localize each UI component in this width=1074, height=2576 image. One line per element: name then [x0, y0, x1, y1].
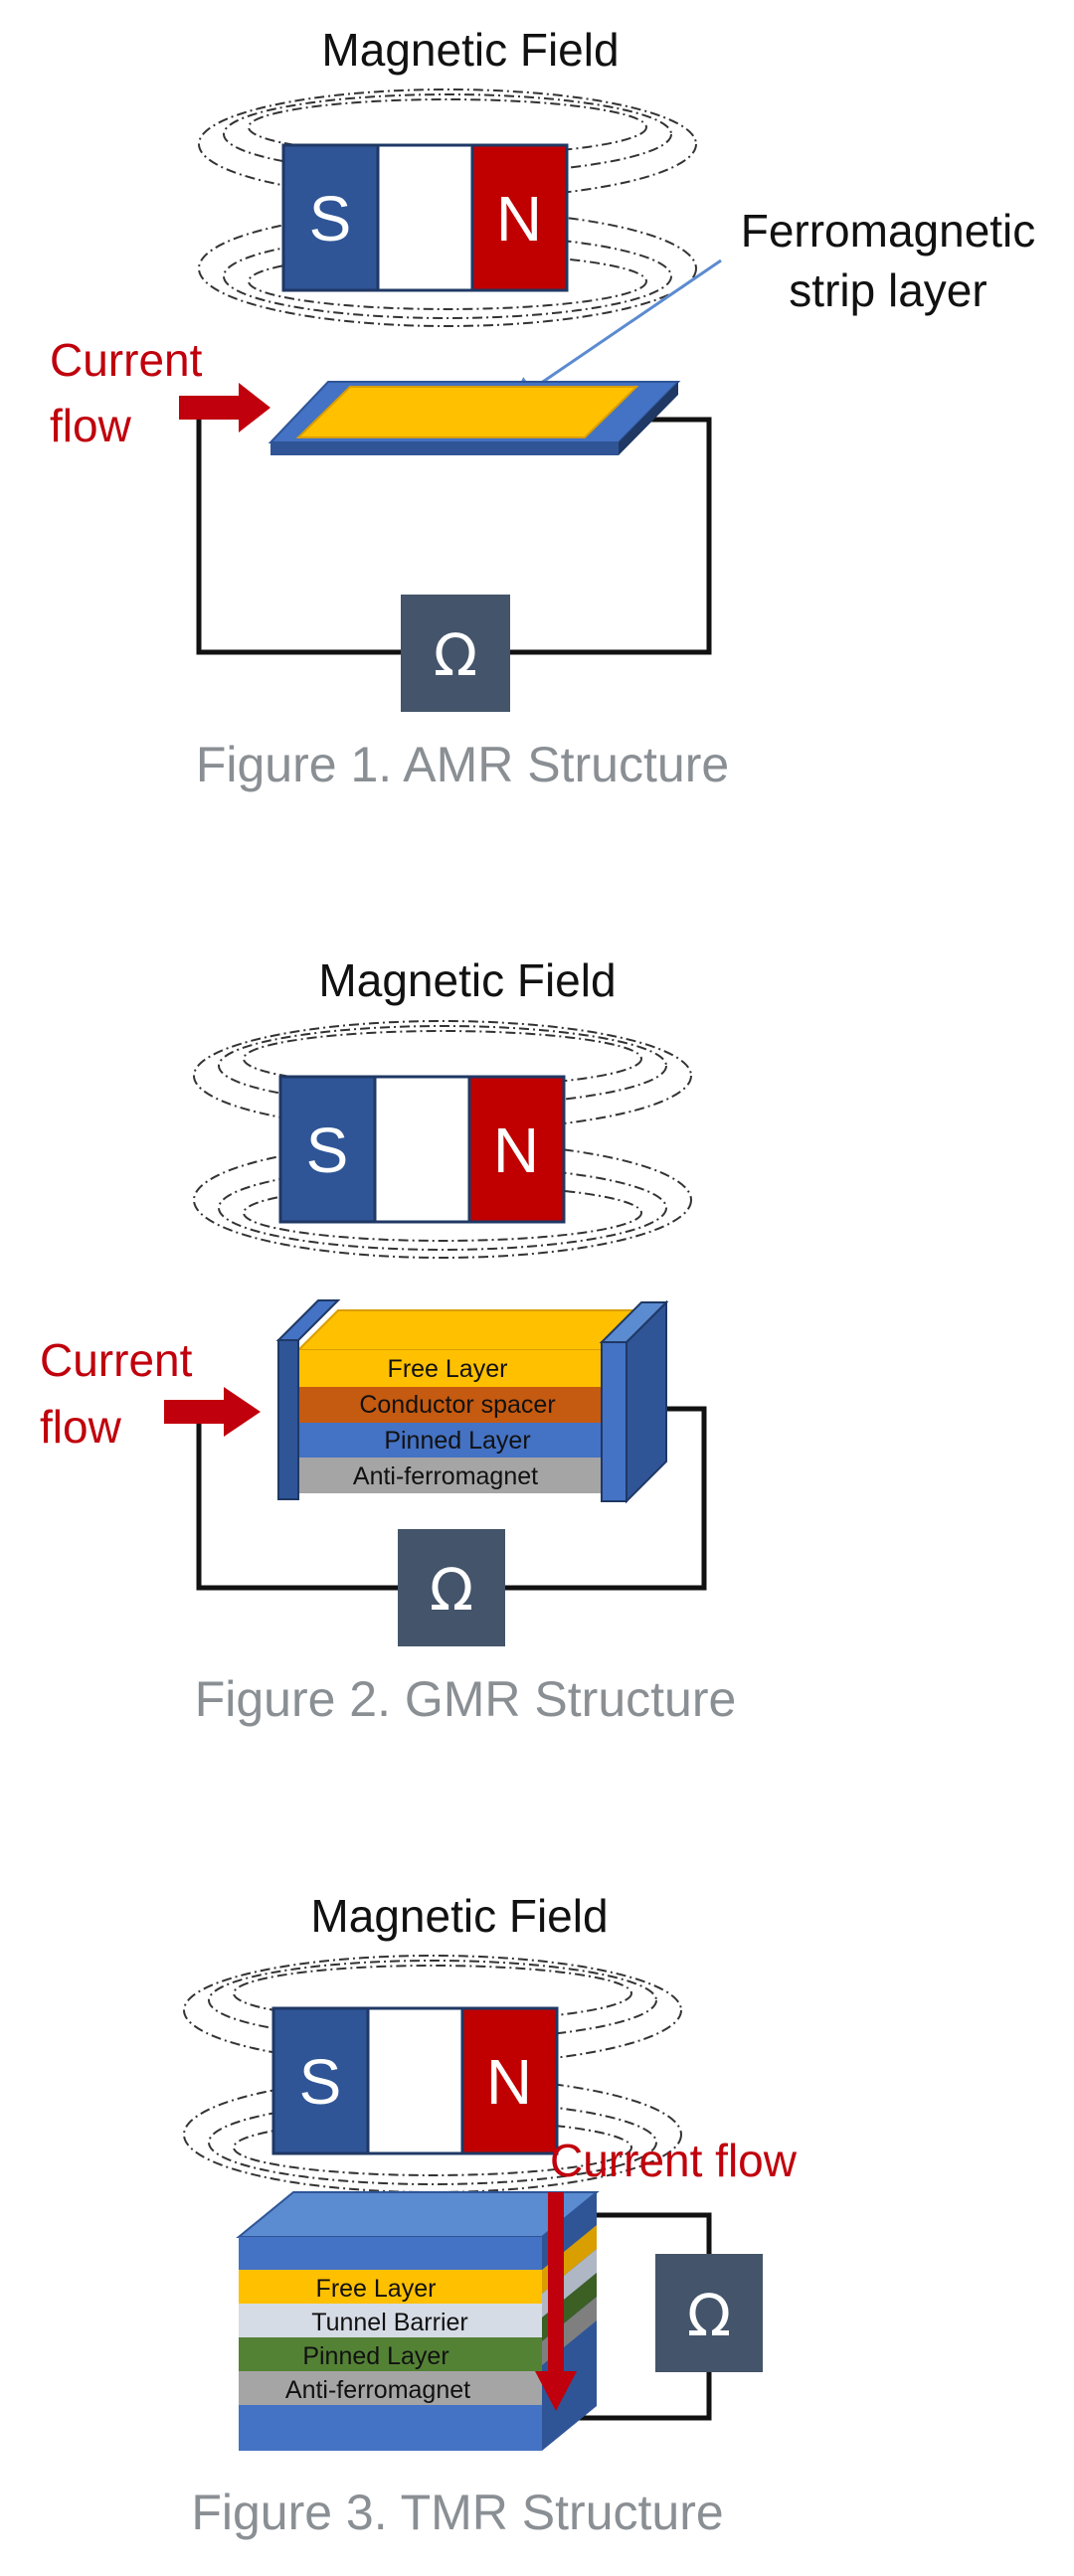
figure-1-ohm-symbol: Ω	[434, 621, 477, 689]
figure-3-ohm-symbol: Ω	[687, 2282, 731, 2349]
figure-3-pole-s: S	[299, 2046, 342, 2118]
figure-2-layer-label-4: Anti-ferromagnet	[353, 1462, 538, 1490]
figure-1-current-arrow	[179, 383, 270, 432]
figure-1-ohmmeter: Ω	[401, 595, 510, 712]
figure-1-strip-label-line2: strip layer	[789, 264, 986, 316]
figure-2-caption: Figure 2. GMR Structure	[195, 1671, 737, 1727]
figure-3-layer-label-1: Free Layer	[316, 2275, 437, 2303]
figure-3-layer-label-4: Anti-ferromagnet	[285, 2376, 470, 2404]
figure-2-ohmmeter: Ω	[398, 1529, 505, 1646]
figure-2-pole-s: S	[306, 1115, 349, 1186]
figure-2-wire	[196, 1406, 707, 1591]
figure-3-layer-label-3: Pinned Layer	[302, 2342, 448, 2370]
figure-2-layer-label-1: Free Layer	[388, 1355, 508, 1383]
figure-2-pole-n: N	[493, 1115, 539, 1186]
figure-1-pointer-arrow	[507, 258, 722, 407]
figure-3-layer-label-2: Tunnel Barrier	[311, 2309, 467, 2336]
figure-2-conductor-spacer	[298, 1387, 607, 1423]
figure-3-free-layer	[239, 2270, 542, 2304]
figure-3-wire	[572, 2212, 712, 2421]
figure-1-pole-s: S	[309, 183, 352, 255]
figure-3-tunnel-barrier	[239, 2304, 542, 2337]
figure-3-top-electrode	[239, 2237, 542, 2270]
figure-1-strip	[268, 381, 681, 455]
figure-2-free-layer	[298, 1350, 607, 1387]
figure-2-title: Magnetic Field	[318, 954, 616, 1006]
figure-3-stack: Free Layer Tunnel Barrier Pinned Layer A…	[236, 2191, 600, 2451]
figure-2-gmr: Magnetic Field S N Current flow	[40, 954, 736, 1727]
figure-2-magnet: S N	[278, 1075, 566, 1224]
figure-3-pole-n: N	[486, 2046, 532, 2118]
figure-3-bottom-electrode	[239, 2405, 542, 2451]
figure-2-anti-ferromagnet	[298, 1458, 607, 1493]
figure-3-tmr: Magnetic Field S N Current flow	[183, 1890, 798, 2540]
figure-1-amr: Magnetic Field S N Ferromagnetic strip l…	[50, 24, 1035, 792]
figure-3-magnet: S N	[271, 2006, 559, 2155]
figure-3-caption: Figure 3. TMR Structure	[191, 2485, 723, 2540]
figure-2-stack: Free Layer Conductor spacer Pinned Layer…	[275, 1299, 669, 1504]
figure-2-current-line1: Current	[40, 1334, 193, 1386]
figure-3-ohmmeter: Ω	[655, 2254, 763, 2372]
figure-1-strip-label-line1: Ferromagnetic	[741, 205, 1036, 257]
figure-2-pinned-layer	[298, 1423, 607, 1458]
figure-1-current-line2: flow	[50, 400, 132, 451]
figure-1-wire	[196, 403, 712, 655]
figure-3-pinned-layer	[239, 2337, 542, 2371]
figure-2-ohm-symbol: Ω	[430, 1556, 473, 1624]
figure-1-pole-n: N	[496, 183, 542, 255]
figure-3-current-label: Current flow	[550, 2135, 798, 2186]
figure-1-title: Magnetic Field	[321, 24, 619, 76]
figure-2-layer-label-2: Conductor spacer	[359, 1391, 555, 1419]
figure-1-current-line1: Current	[50, 334, 203, 386]
figure-3-current-arrow	[535, 2192, 577, 2411]
figure-2-layer-label-3: Pinned Layer	[384, 1427, 530, 1455]
figure-1-magnet: S N	[281, 143, 569, 292]
figure-2-current-arrow	[164, 1387, 261, 1437]
figure-3-anti-ferromagnet	[239, 2371, 542, 2405]
figure-3-title: Magnetic Field	[310, 1890, 608, 1942]
figure-1-caption: Figure 1. AMR Structure	[196, 737, 729, 792]
figure-2-current-line2: flow	[40, 1401, 122, 1453]
